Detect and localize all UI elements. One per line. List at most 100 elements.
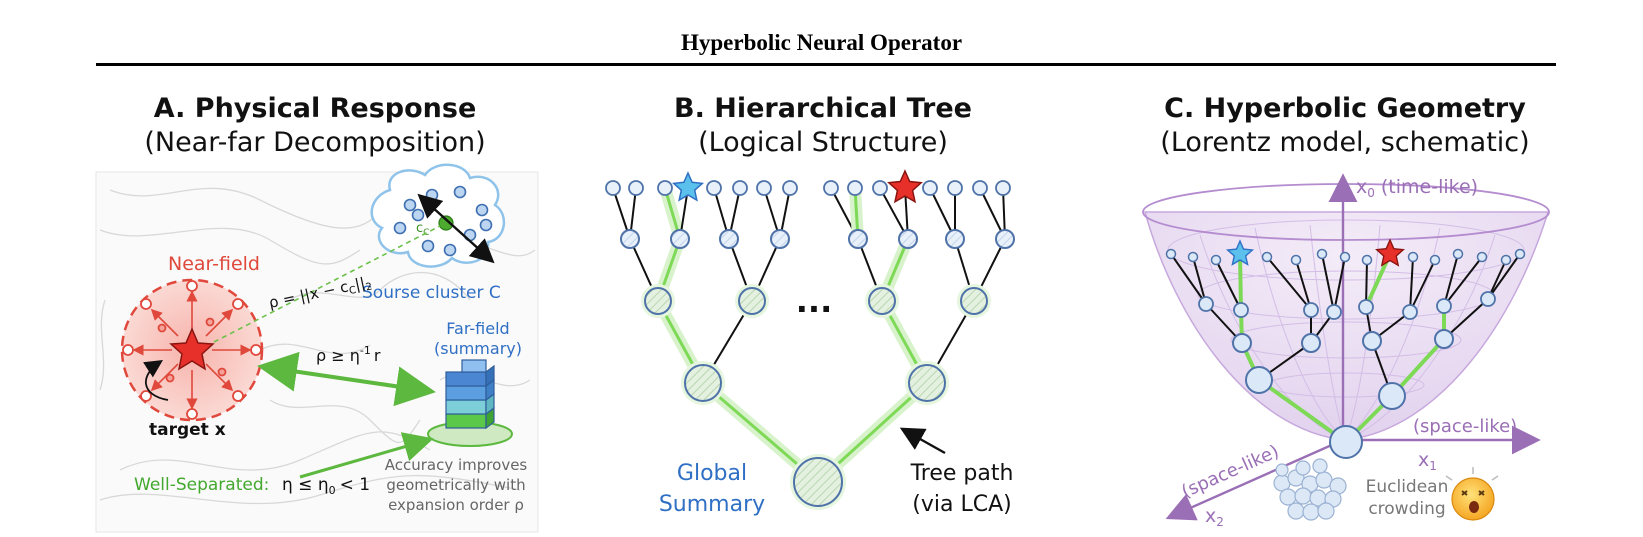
leaf-node [823,180,839,196]
leaf-node [922,180,938,196]
cluster-radius-label: r [483,246,489,262]
panel-b: ... Global Summary Tree path (via LCA) [605,169,1015,517]
blue-star-icon [1225,239,1255,266]
leaf-node [628,180,644,196]
tree-edge [1321,253,1335,313]
leaf-node [1429,254,1441,266]
title-rule [96,63,1556,66]
near-field-label: Near-field [168,253,260,275]
far-field-label: Far-field [446,319,509,338]
tree-node [908,364,946,402]
panel-a: Near-field target x cC r Sourse cluster … [95,163,539,533]
distance-line [213,225,441,343]
panel-c: x0(time-like) (space-like) x1 (space-lik… [1142,173,1550,529]
eta-condition: η ≤ η0< 1 [282,475,370,497]
tree-node [620,229,640,249]
global-summary-label: Global [677,461,747,486]
tree-edge [1295,259,1312,311]
crowding-label: crowding [1368,499,1445,519]
leaf-node [847,180,863,196]
cube-stack-icon [445,359,495,430]
root-node [793,457,843,507]
x2-axis-label: x2 [1205,505,1224,529]
x1-axis-label: x1 [1418,449,1437,473]
panel-b-heading: B. Hierarchical Tree (Logical Structure) [563,92,1083,160]
tree-node [738,287,766,315]
leaf-node [782,180,798,196]
tree-node [1326,304,1342,320]
tree-edge [1409,259,1436,313]
leaf-node [1261,251,1273,263]
leaf-node [1407,251,1419,263]
hierarchical-tree [605,169,1015,510]
tree-edge [1409,256,1414,313]
leaf-node [1500,254,1512,266]
path-edge [1238,253,1243,311]
tree-node [1362,331,1382,351]
euclidean-crowding-cluster [1273,458,1347,521]
x2-axis-note: (space-like) [1178,441,1282,503]
leaf-node [756,180,772,196]
figure-title: Hyperbolic Neural Operator [680,30,963,55]
tree-node [898,229,918,249]
tree-node [1232,333,1252,353]
leaf-node [1187,251,1199,263]
leaf-node [947,180,963,196]
separation-arrow [257,351,436,407]
tree-edge [1333,256,1346,313]
target-star-icon [169,327,215,371]
source-cluster-label: Sourse cluster C [362,283,501,303]
far-field-summary-label: (summary) [434,339,522,358]
leaf-node [1316,248,1328,260]
tree-node [945,229,965,249]
accuracy-line-3: expansion order ρ [388,496,524,514]
leaf-node [872,180,888,196]
tree-node [1233,302,1249,318]
tree-path-lca-label: (via LCA) [912,492,1011,517]
tree-node [644,287,672,315]
leaf-node [732,180,748,196]
tree-node [1378,382,1406,410]
global-summary-label-2: Summary [659,492,765,517]
target-label: target x [149,420,226,440]
panel-a-subtitle: (Near-far Decomposition) [144,127,486,158]
tree-node [1402,304,1418,320]
x1-axis-note: (space-like) [1413,416,1517,437]
near-field-arrows [132,290,252,410]
path-edge [1257,378,1348,444]
blue-star-icon [671,171,705,202]
tree-node [1358,299,1374,315]
euclidean-label: Euclidean [1366,477,1449,497]
tree-edge [1170,253,1207,305]
tree-node [868,287,896,315]
leaf-node [706,180,722,196]
leaf-node [605,180,621,196]
panel-b-title: B. Hierarchical Tree [673,93,972,124]
tree-path-label: Tree path [910,461,1014,486]
panel-c-title: C. Hyperbolic Geometry [1164,93,1526,124]
leaf-node [972,180,988,196]
tree-node [1480,291,1496,307]
tree-edge [1487,253,1521,300]
hyperboloid-surface [1144,211,1550,441]
tree-path-arrow [899,427,946,455]
contour-lines [99,187,536,505]
emoji-face-icon [1445,467,1499,521]
leaf-node [1210,254,1222,266]
tree-node [848,229,868,249]
leaf-node [657,180,673,196]
leaf-node [1476,251,1488,263]
tree-node [670,229,690,249]
near-field-points [122,280,262,420]
accuracy-line-1: Accuracy improves [385,456,528,474]
accuracy-line-2: geometrically with [386,476,525,494]
hyperbolic-tree [1165,238,1526,459]
panel-a-heading: A. Physical Response (Near-far Decomposi… [55,92,575,160]
root-node [1329,425,1363,459]
tree-node [1301,333,1321,353]
target-pointer-arrow [143,360,169,401]
tree-ellipsis: ... [796,282,832,320]
tree-edge [1192,256,1207,305]
tree-edge [1266,256,1312,311]
